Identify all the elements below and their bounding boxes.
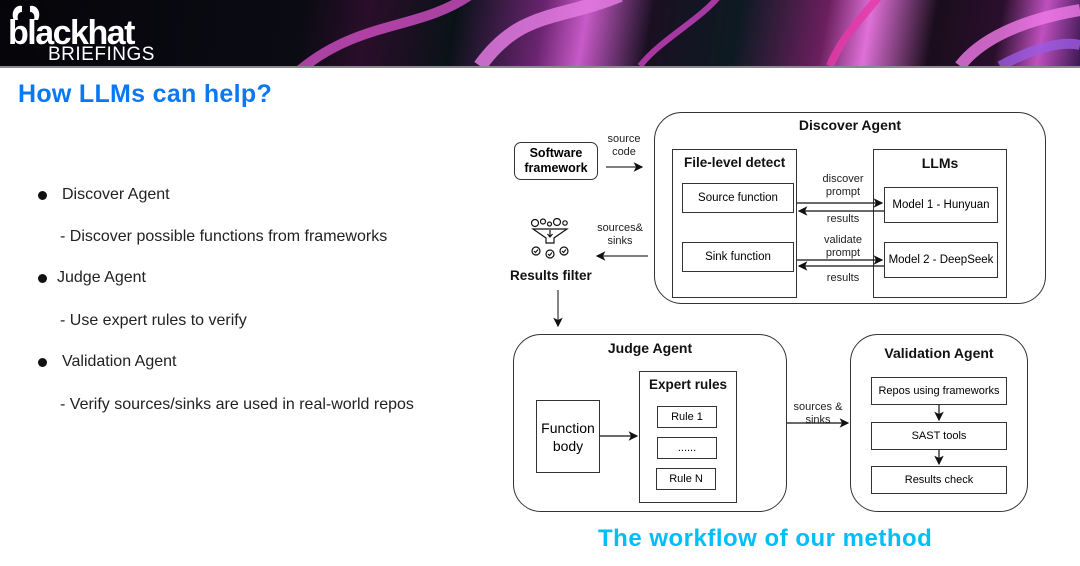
judge-agent-title: Judge Agent [607, 340, 693, 356]
logo-wordmark: blackhat [8, 14, 135, 52]
validate-prompt-label: validate prompt [824, 234, 862, 259]
llms-title: LLMs [921, 155, 959, 171]
rule-node: Rule N [656, 468, 716, 490]
discover-agent-title: Discover Agent [798, 117, 902, 133]
bullet-detail: - Verify sources/sinks are used in real-… [60, 396, 414, 413]
function-body-node: Function body [536, 400, 600, 473]
banner-divider [0, 66, 1080, 68]
validation-step: Results check [871, 466, 1007, 494]
rule-node: ...... [657, 437, 717, 459]
software-framework-node: Software framework [514, 142, 598, 180]
sink-function-node: Sink function [682, 242, 794, 272]
model-1-node: Model 1 - Hunyuan [884, 187, 998, 223]
bullet-label: Judge Agent [57, 269, 146, 286]
discover-prompt-label: discover prompt [822, 173, 864, 198]
blackhat-logo: blackhat BRIEFINGS [8, 4, 168, 65]
file-level-detect-title: File-level detect [684, 155, 786, 170]
banner-art [297, 0, 1080, 66]
results-label-2: results [826, 272, 860, 284]
sources-sinks-label-2: sources & sinks [793, 401, 843, 426]
bullet-dot [38, 274, 47, 283]
bullet-detail: - Use expert rules to verify [60, 312, 247, 329]
validation-agent-title: Validation Agent [884, 345, 994, 361]
header-banner: blackhat BRIEFINGS [0, 0, 1080, 66]
source-function-node: Source function [682, 183, 794, 213]
logo-subtitle: BRIEFINGS [48, 44, 155, 65]
rule-node: Rule 1 [657, 406, 717, 428]
results-filter-label: Results filter [510, 268, 592, 283]
model-2-node: Model 2 - DeepSeek [884, 242, 998, 278]
results-filter-icon [530, 218, 569, 259]
file-level-detect-box [672, 149, 797, 298]
bullet-label: Validation Agent [62, 353, 177, 370]
validation-step: Repos using frameworks [871, 377, 1007, 405]
bullet-dot [38, 358, 47, 367]
bullet-label: Discover Agent [62, 186, 170, 203]
validation-step: SAST tools [871, 422, 1007, 450]
source-code-label: source code [607, 133, 641, 158]
sources-sinks-label: sources& sinks [597, 222, 643, 247]
results-label-1: results [826, 213, 860, 225]
hat-icon [12, 5, 40, 20]
expert-rules-title: Expert rules [648, 377, 728, 392]
bullet-detail: - Discover possible functions from frame… [60, 228, 388, 245]
bullet-dot [38, 191, 47, 200]
diagram-caption: The workflow of our method [598, 525, 933, 552]
slide-title: How LLMs can help? [18, 80, 273, 108]
